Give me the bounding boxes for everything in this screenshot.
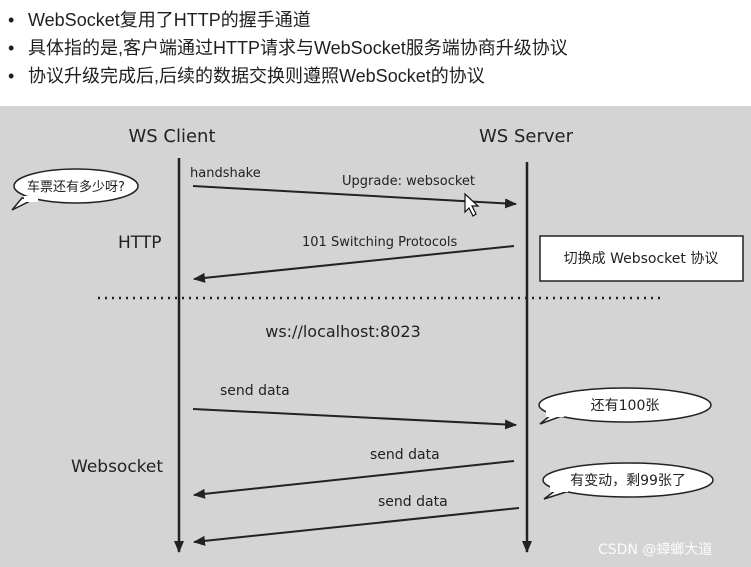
bubble-body	[538, 387, 712, 423]
server-speech-bubble-2: 有变动，剩99张了	[542, 462, 714, 500]
bullet-item: • WebSocket复用了HTTP的握手通道	[8, 6, 311, 34]
bubble-join	[550, 486, 568, 492]
handshake-label: handshake	[190, 166, 261, 181]
http-section-label: HTTP	[118, 233, 162, 253]
bullet-item: • 具体指的是,客户端通过HTTP请求与WebSocket服务端协商升级协议	[8, 34, 568, 62]
switching-response-arrow	[193, 245, 515, 283]
bullet-text: 具体指的是,客户端通过HTTP请求与WebSocket服务端协商升级协议	[28, 38, 568, 58]
server-title: WS Server	[479, 126, 574, 147]
client-speech-bubble: 车票还有多少呀?	[11, 168, 139, 211]
switch-box-text: 切换成 Websocket 协议	[564, 250, 719, 267]
server-speech-bubble-1: 还有100张	[538, 387, 712, 425]
cursor-icon	[464, 192, 480, 217]
switching-label: 101 Switching Protocols	[302, 235, 458, 250]
bubble-body	[13, 168, 139, 204]
bullet-item: • 协议升级完成后,后续的数据交换则遵照WebSocket的协议	[8, 62, 485, 90]
send-data-arrow-3	[193, 507, 520, 546]
diagram-canvas: WS Client WS Server 车票还有多少呀? handshake U…	[0, 106, 751, 567]
websocket-section-label: Websocket	[71, 457, 163, 477]
websocket-url: ws://localhost:8023	[265, 322, 421, 341]
send-data-label-2: send data	[370, 447, 440, 463]
client-title: WS Client	[128, 126, 215, 147]
watermark: CSDN @蟑螂大道	[598, 542, 712, 558]
upgrade-label: Upgrade: websocket	[342, 174, 475, 189]
send-data-label-3: send data	[378, 494, 448, 510]
send-data-label-1: send data	[220, 383, 290, 399]
bubble-join	[24, 196, 38, 202]
bullet-text: WebSocket复用了HTTP的握手通道	[28, 10, 311, 30]
switch-protocol-box	[539, 235, 744, 282]
server-bubble-text-1: 还有100张	[591, 398, 660, 414]
bullet-text: 协议升级完成后,后续的数据交换则遵照WebSocket的协议	[28, 66, 485, 86]
bubble-body	[542, 462, 714, 498]
send-data-arrow-2	[193, 460, 515, 499]
bullet-dot: •	[8, 66, 15, 86]
bullet-dot: •	[8, 10, 15, 30]
client-bubble-text: 车票还有多少呀?	[27, 179, 125, 195]
bubble-join	[546, 411, 564, 417]
server-bubble-text-2: 有变动，剩99张了	[570, 473, 686, 489]
bullet-list: • WebSocket复用了HTTP的握手通道 • 具体指的是,客户端通过HTTP请…	[0, 0, 751, 106]
upgrade-request-arrow	[192, 185, 517, 209]
websocket-sequence-diagram: WS Client WS Server 车票还有多少呀? handshake U…	[0, 106, 751, 567]
bullet-dot: •	[8, 38, 15, 58]
send-data-arrow-1	[192, 408, 517, 430]
